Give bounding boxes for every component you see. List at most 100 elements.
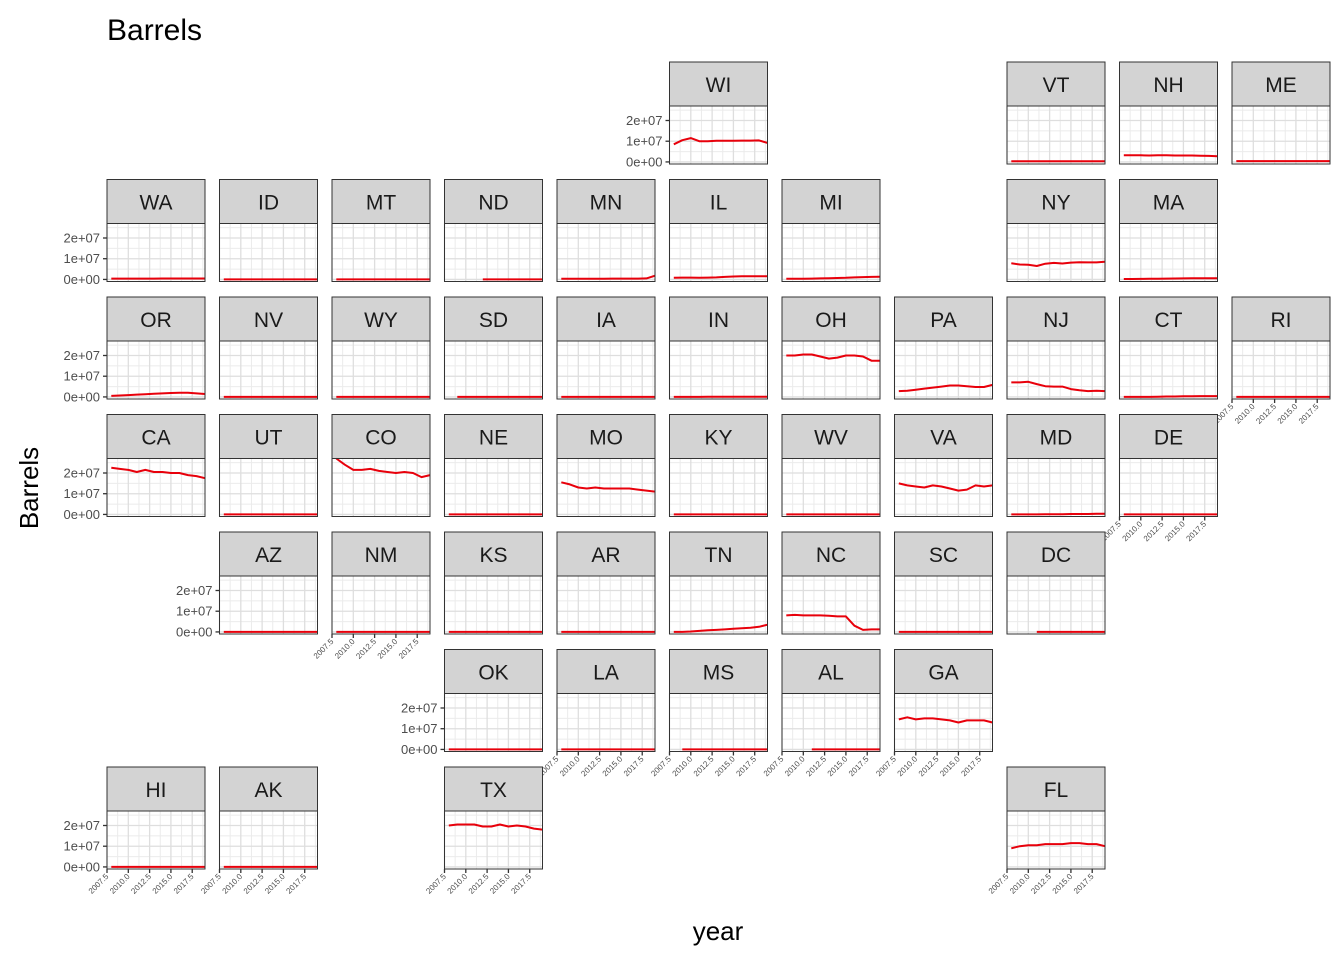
x-tick-label: 2012.5 (129, 872, 153, 896)
facet-strip-label: HI (146, 779, 167, 802)
panel-background (782, 223, 880, 282)
facet-strip (106, 414, 206, 459)
panel-border (331, 340, 431, 400)
facet-strip-label: AR (591, 544, 620, 567)
x-tick-label: 2017.5 (509, 872, 533, 896)
series-line (1123, 395, 1218, 398)
panel-border (1006, 575, 1106, 635)
panel-background (669, 341, 768, 399)
panel-border (669, 223, 768, 282)
panel-border (444, 340, 543, 400)
panel-border (106, 810, 206, 870)
panel-border (106, 458, 206, 517)
x-tick-label: 2010.0 (446, 872, 470, 896)
facet-panel-sc: SC (893, 531, 993, 635)
facet-strip-label: ME (1265, 74, 1297, 97)
x-tick-label: 2007.5 (987, 872, 1011, 896)
series-line (898, 716, 993, 724)
facet-strip (106, 766, 206, 812)
panel-background (444, 811, 543, 869)
panel-background (1119, 223, 1218, 282)
series-line (111, 391, 206, 397)
facet-strip (444, 766, 543, 812)
panel-background (332, 458, 430, 517)
y-tick-label: 1e+07 (63, 839, 100, 854)
facet-strip (444, 296, 543, 342)
panel-background (444, 458, 543, 517)
panel-background (669, 223, 768, 282)
y-tick-label: 2e+07 (63, 818, 100, 833)
y-tick-label: 0e+00 (176, 624, 213, 639)
facet-strip-label: WY (364, 309, 398, 332)
facet-strip-label: AL (818, 662, 844, 685)
facet-strip-label: PA (930, 309, 956, 332)
panel-background (332, 576, 430, 634)
x-tick-label: 2017.5 (622, 754, 646, 778)
facet-strip (669, 296, 768, 342)
x-tick-label: 2010.0 (896, 754, 920, 778)
panel-border (556, 458, 656, 517)
x-tick-label: 2012.5 (354, 637, 378, 661)
y-axis-title: Barrels (14, 447, 44, 529)
x-tick-label: 2015.0 (826, 754, 850, 778)
panel-background (894, 576, 993, 634)
panel-background (782, 341, 880, 399)
panel-background (669, 693, 768, 752)
panel-background (557, 693, 655, 752)
x-tick-label: 2010.0 (558, 754, 582, 778)
panel-border (1119, 223, 1218, 282)
facet-strip-label: DE (1154, 427, 1183, 450)
panel-border (894, 458, 993, 517)
panel-border (219, 458, 318, 517)
facet-strip-label: RI (1271, 309, 1292, 332)
facet-strip-label: NY (1041, 192, 1070, 215)
facet-strip-label: AZ (255, 544, 282, 567)
series-line (673, 137, 768, 146)
y-tick-label: 2e+07 (176, 583, 213, 598)
facet-strip-label: OR (140, 309, 172, 332)
series-line (111, 466, 206, 480)
facet-panel-wy: WY (331, 296, 431, 400)
panel-border (1119, 340, 1218, 400)
facet-strip-label: WV (814, 427, 848, 450)
x-tick-label: 2012.5 (1142, 519, 1166, 543)
facet-panel-mt: MT (331, 179, 431, 282)
facet-strip-label: DC (1041, 544, 1071, 567)
x-tick-label: 2010.0 (221, 872, 245, 896)
panel-border (556, 575, 656, 635)
panel-background (219, 576, 318, 634)
facet-strip-label: LA (593, 662, 619, 685)
facet-strip (781, 414, 881, 459)
x-tick-label: 2012.5 (692, 754, 716, 778)
panel-background (332, 223, 430, 282)
facet-strip (444, 179, 543, 224)
series-line (1123, 154, 1218, 158)
facet-panel-id: ID (218, 179, 318, 282)
facet-strip (331, 414, 431, 459)
facet-strip (556, 531, 656, 577)
panel-border (669, 105, 768, 165)
facet-panel-ne: NE (443, 414, 543, 517)
facet-strip-label: UT (255, 427, 283, 450)
facet-strip (556, 414, 656, 459)
panel-background (782, 576, 880, 634)
x-tick-label: 2012.5 (804, 754, 828, 778)
facet-strip (781, 649, 881, 694)
facet-strip-label: MN (590, 192, 623, 215)
facet-panel-co: CO (331, 414, 431, 517)
panel-border (219, 575, 318, 635)
facet-panel-nj: NJ (1006, 296, 1106, 400)
x-tick-label: 2017.5 (959, 754, 983, 778)
facet-panel-nc: NC (781, 531, 881, 635)
x-tick-label: 2007.5 (199, 872, 223, 896)
x-tick-label: 2017.5 (397, 637, 421, 661)
x-tick-label: 2010.0 (108, 872, 132, 896)
x-tick-label: 2010.0 (1233, 402, 1257, 426)
facet-strip-label: CA (141, 427, 170, 450)
x-tick-label: 2012.5 (467, 872, 491, 896)
facet-strip (219, 531, 318, 577)
panel-border (781, 693, 881, 752)
